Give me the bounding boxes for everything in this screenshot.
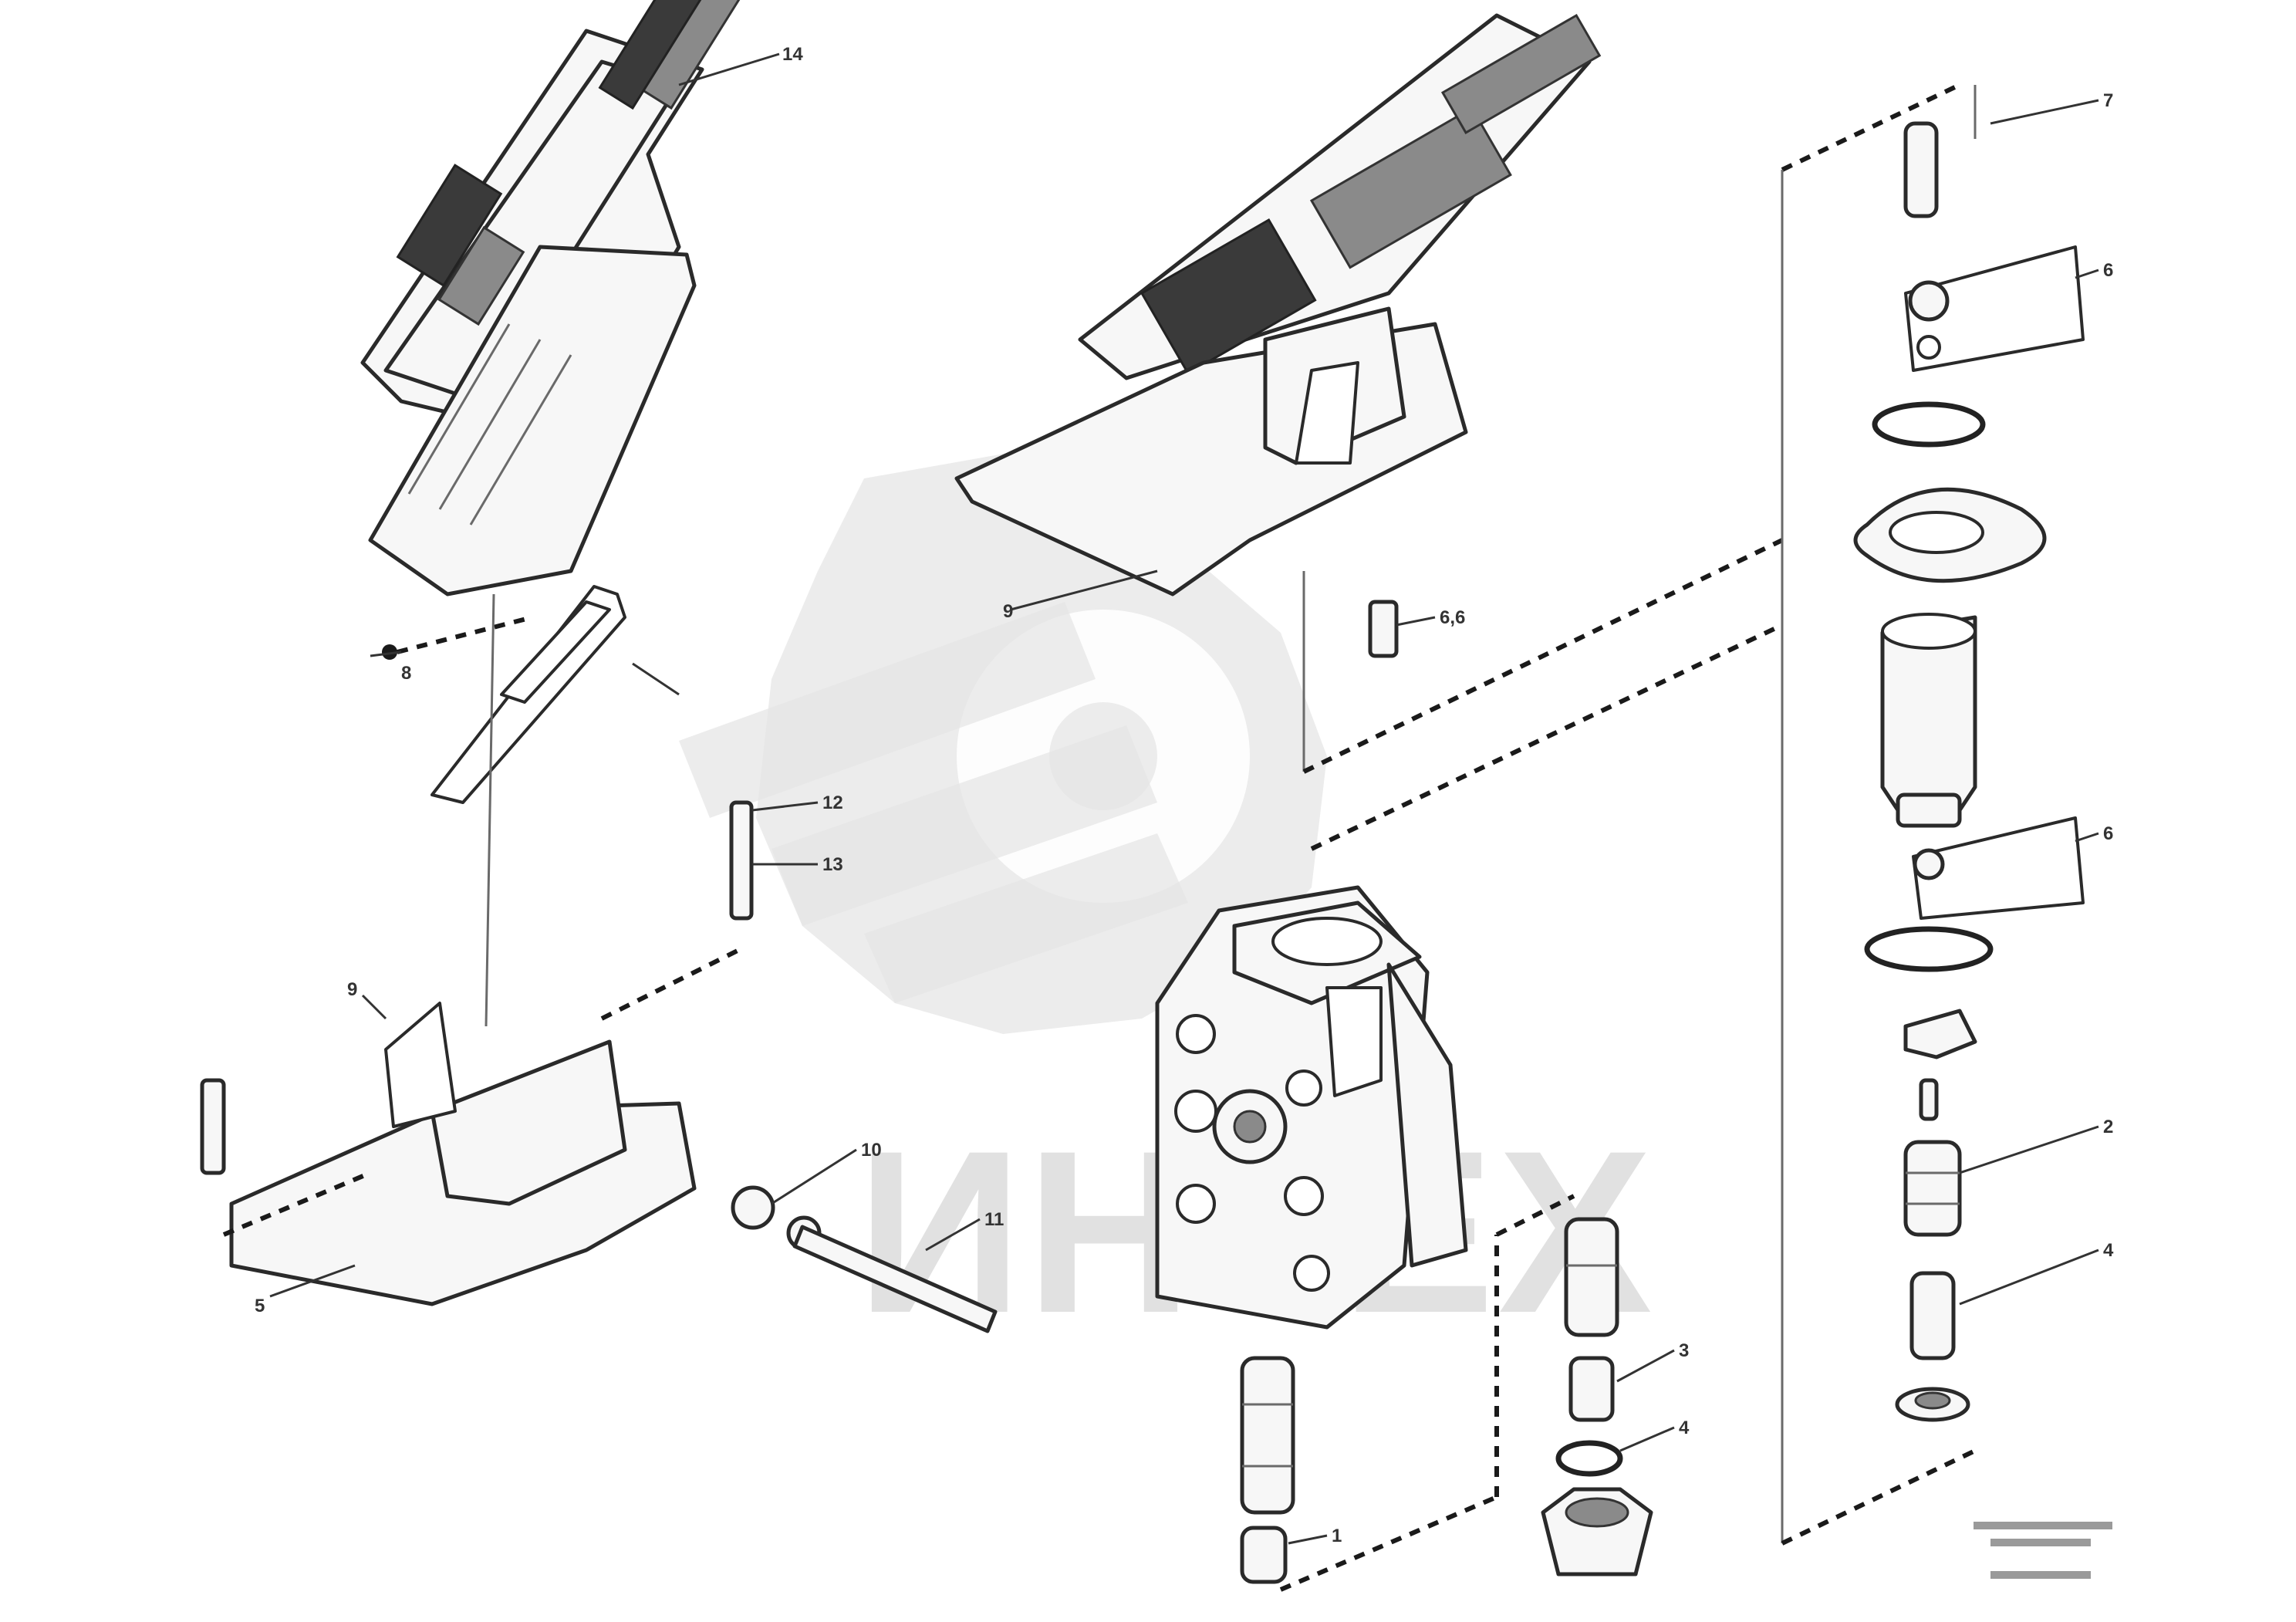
callout-9-top: 9 bbox=[1003, 601, 1013, 622]
right-component-stack bbox=[1781, 83, 2085, 1546]
cartridges bbox=[1240, 1194, 1653, 1592]
callout-12: 12 bbox=[822, 792, 843, 813]
callout-6-6: 6,6 bbox=[1440, 607, 1465, 628]
callout-14: 14 bbox=[782, 44, 803, 65]
callout-10: 10 bbox=[861, 1140, 882, 1161]
callout-13: 13 bbox=[822, 854, 843, 875]
valve-block bbox=[1155, 885, 1468, 1330]
callout-1: 1 bbox=[1332, 1526, 1342, 1546]
callout-7: 7 bbox=[2103, 90, 2113, 111]
callout-9-left: 9 bbox=[347, 979, 357, 1000]
callout-8: 8 bbox=[401, 663, 411, 684]
callout-2: 2 bbox=[2103, 1117, 2113, 1137]
reference-code bbox=[1974, 1522, 2112, 1579]
callouts: 14 8 9 7 6 6,6 12 13 9 10 11 5 6 2 4 3 4 bbox=[255, 44, 2114, 1546]
callout-6-mid: 6 bbox=[2103, 823, 2113, 844]
callout-6-top: 6 bbox=[2103, 260, 2113, 281]
left-pedal-assembly bbox=[200, 0, 998, 1333]
callout-5: 5 bbox=[255, 1296, 265, 1316]
center-pedal-assembly bbox=[954, 13, 1784, 851]
callout-4-right: 4 bbox=[2103, 1240, 2114, 1261]
callout-3: 3 bbox=[1679, 1340, 1689, 1361]
callout-11: 11 bbox=[984, 1209, 1004, 1230]
callout-4-bottom: 4 bbox=[1679, 1418, 1690, 1438]
